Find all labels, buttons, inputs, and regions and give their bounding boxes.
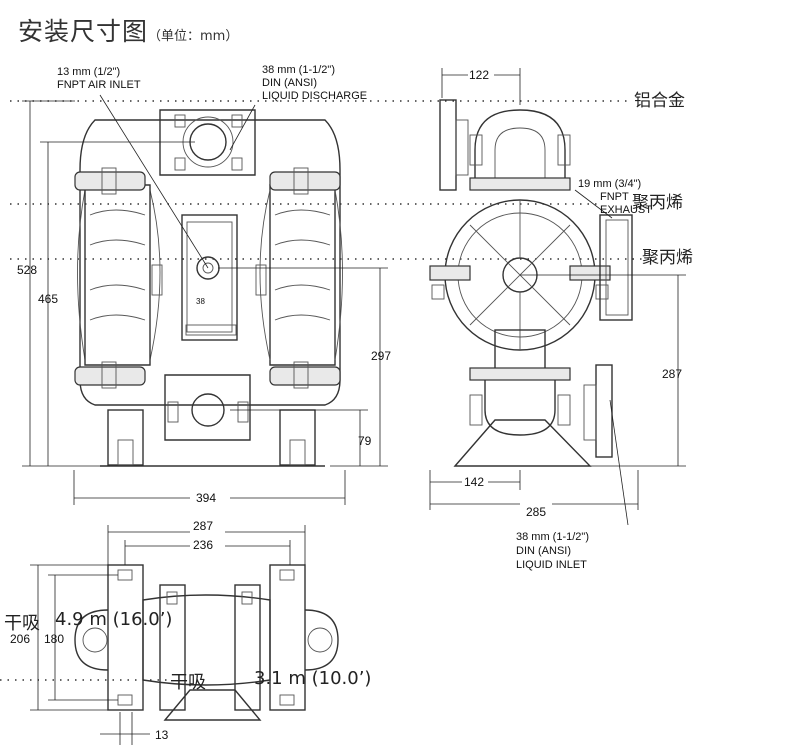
liquid-inlet-type-label: LIQUID INLET xyxy=(516,559,587,571)
material-label-polypropylene-1: 聚丙烯 xyxy=(632,193,683,213)
dim-side-height: 287 xyxy=(662,367,683,381)
air-inlet-type-label: FNPT AIR INLET xyxy=(57,79,141,91)
dim-side-base-left: 142 xyxy=(464,475,485,489)
page-title: 安装尺寸图（单位：mm） xyxy=(18,17,239,46)
discharge-standard-label: DIN (ANSI) xyxy=(262,77,317,89)
dim-front-base-height: 79 xyxy=(358,434,372,448)
front-view xyxy=(74,109,343,467)
dry-suction-value-1: 4.9 m (16.0’) xyxy=(55,609,173,630)
dim-base-inner-width: 236 xyxy=(193,538,214,552)
exhaust-thread-label: FNPT xyxy=(600,191,629,203)
dim-front-height-inner: 465 xyxy=(38,292,59,306)
dim-side-top-width: 122 xyxy=(469,68,490,82)
dry-suction-label-1: 干吸 xyxy=(4,613,40,634)
exhaust-type-label: EXHAUST xyxy=(600,204,652,216)
front-marking: 38 xyxy=(196,297,205,306)
liquid-inlet-standard-label: DIN (ANSI) xyxy=(516,545,571,557)
dry-suction-label-2: 干吸 xyxy=(170,672,206,693)
side-view xyxy=(429,99,633,467)
dim-base-height-outer: 206 xyxy=(10,632,31,646)
exhaust-size-label: 19 mm (3/4") xyxy=(578,178,642,190)
dim-front-width: 394 xyxy=(196,491,217,505)
dim-base-height-inner: 180 xyxy=(44,632,65,646)
dim-side-base-total: 285 xyxy=(526,505,547,519)
front-dimension-lines xyxy=(22,94,388,505)
side-dimension-lines xyxy=(429,68,686,526)
base-view xyxy=(74,564,339,721)
liquid-inlet-size-label: 38 mm (1-1/2") xyxy=(516,531,589,543)
dim-base-outer-width: 287 xyxy=(193,519,214,533)
material-label-aluminum: 铝合金 xyxy=(634,91,685,111)
unit-note: （单位：mm） xyxy=(148,29,239,44)
dim-front-inlet-height: 297 xyxy=(371,349,392,363)
dry-suction-value-2: 3.1 m (10.0’) xyxy=(254,668,372,689)
base-dimension-lines xyxy=(30,525,306,745)
dim-base-hole: 13 xyxy=(155,728,169,742)
dim-front-height-total: 528 xyxy=(17,263,38,277)
discharge-size-label: 38 mm (1-1/2") xyxy=(262,64,335,76)
discharge-type-label: LIQUID DISCHARGE xyxy=(262,90,368,102)
air-inlet-size-label: 13 mm (1/2") xyxy=(57,66,121,78)
material-label-polypropylene-2: 聚丙烯 xyxy=(642,248,693,268)
